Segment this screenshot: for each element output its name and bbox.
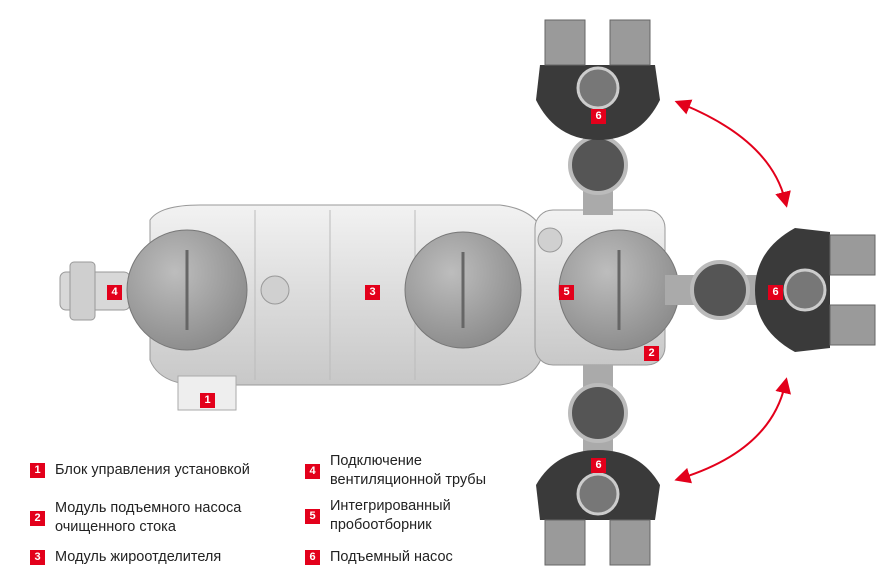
legend-badge: 5 bbox=[305, 508, 320, 524]
lift-pump-bottom bbox=[536, 365, 660, 566]
legend-text: Подключение вентиляционной трубы bbox=[330, 453, 487, 488]
legend-text: Интегрированный пробоотборник bbox=[330, 498, 451, 533]
legend-text: Подъемный насос bbox=[330, 549, 453, 565]
legend-badge: 1 bbox=[30, 463, 45, 478]
rotation-arrow-bottom bbox=[674, 377, 791, 484]
grease-separator-tank bbox=[126, 204, 546, 386]
legend-badge: 6 bbox=[305, 550, 320, 565]
lift-pump-top bbox=[536, 19, 660, 215]
callout-6-top: 6 bbox=[591, 109, 606, 124]
callout-6-right: 6 bbox=[768, 285, 783, 300]
callout-6-bottom: 6 bbox=[591, 458, 606, 473]
legend-text: Модуль жироотделителя bbox=[55, 549, 222, 565]
legend-badge: 3 bbox=[30, 550, 45, 565]
callout-4: 4 bbox=[107, 285, 122, 300]
vent-connection bbox=[59, 261, 131, 321]
legend-item-6: 6 Подъемный насос bbox=[305, 548, 453, 567]
legend-badge: 4 bbox=[305, 463, 320, 479]
lift-pump-right bbox=[665, 228, 876, 352]
legend-text: Модуль подъемного насоса очищенного сток… bbox=[55, 500, 242, 535]
lift-pump-module bbox=[534, 209, 680, 366]
callout-3: 3 bbox=[365, 285, 380, 300]
legend-text: Блок управления установкой bbox=[55, 462, 250, 478]
legend-badge: 2 bbox=[30, 510, 45, 526]
legend-item-4: 4 Подключение вентиляционной трубы bbox=[305, 452, 486, 490]
rotation-arrow-top bbox=[674, 99, 791, 208]
callout-5: 5 bbox=[559, 285, 574, 300]
callout-2: 2 bbox=[644, 346, 659, 361]
legend-item-1: 1 Блок управления установкой bbox=[30, 461, 250, 480]
callout-1: 1 bbox=[200, 393, 215, 408]
legend-item-5: 5 Интегрированный пробоотборник bbox=[305, 497, 451, 535]
legend-item-3: 3 Модуль жироотделителя bbox=[30, 548, 221, 567]
legend-item-2: 2 Модуль подъемного насоса очищенного сто… bbox=[30, 499, 241, 537]
